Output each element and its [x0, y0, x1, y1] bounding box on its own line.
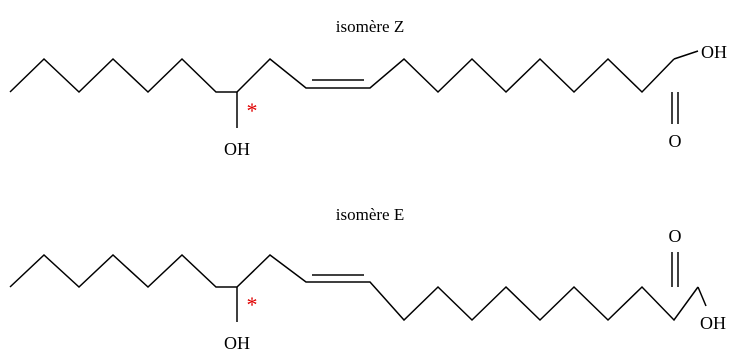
isomer-e-acid-oh-label: OH: [700, 313, 726, 333]
isomer-e: isomère E OH * O OH: [9, 205, 726, 353]
isomer-e-carbon-chain: [9, 253, 699, 322]
isomer-z-acid-o-label: O: [669, 131, 682, 151]
isomer-z-stereocenter-mark: *: [247, 98, 258, 123]
isomer-e-title: isomère E: [336, 205, 404, 224]
isomer-e-acid-o-label: O: [669, 226, 682, 246]
isomer-z: isomère Z OH * OH O: [9, 17, 727, 159]
isomer-e-stereocenter-mark: *: [247, 292, 258, 317]
isomer-e-hydroxyl-label: OH: [224, 333, 250, 353]
isomer-z-carbon-chain: [9, 57, 675, 94]
isomer-z-acid-oh-bond: [673, 50, 699, 60]
isomer-z-title: isomère Z: [336, 17, 404, 36]
isomer-e-acid-oh-bond: [697, 286, 707, 307]
isomer-z-acid-oh-label: OH: [701, 42, 727, 62]
isomer-z-hydroxyl-label: OH: [224, 139, 250, 159]
